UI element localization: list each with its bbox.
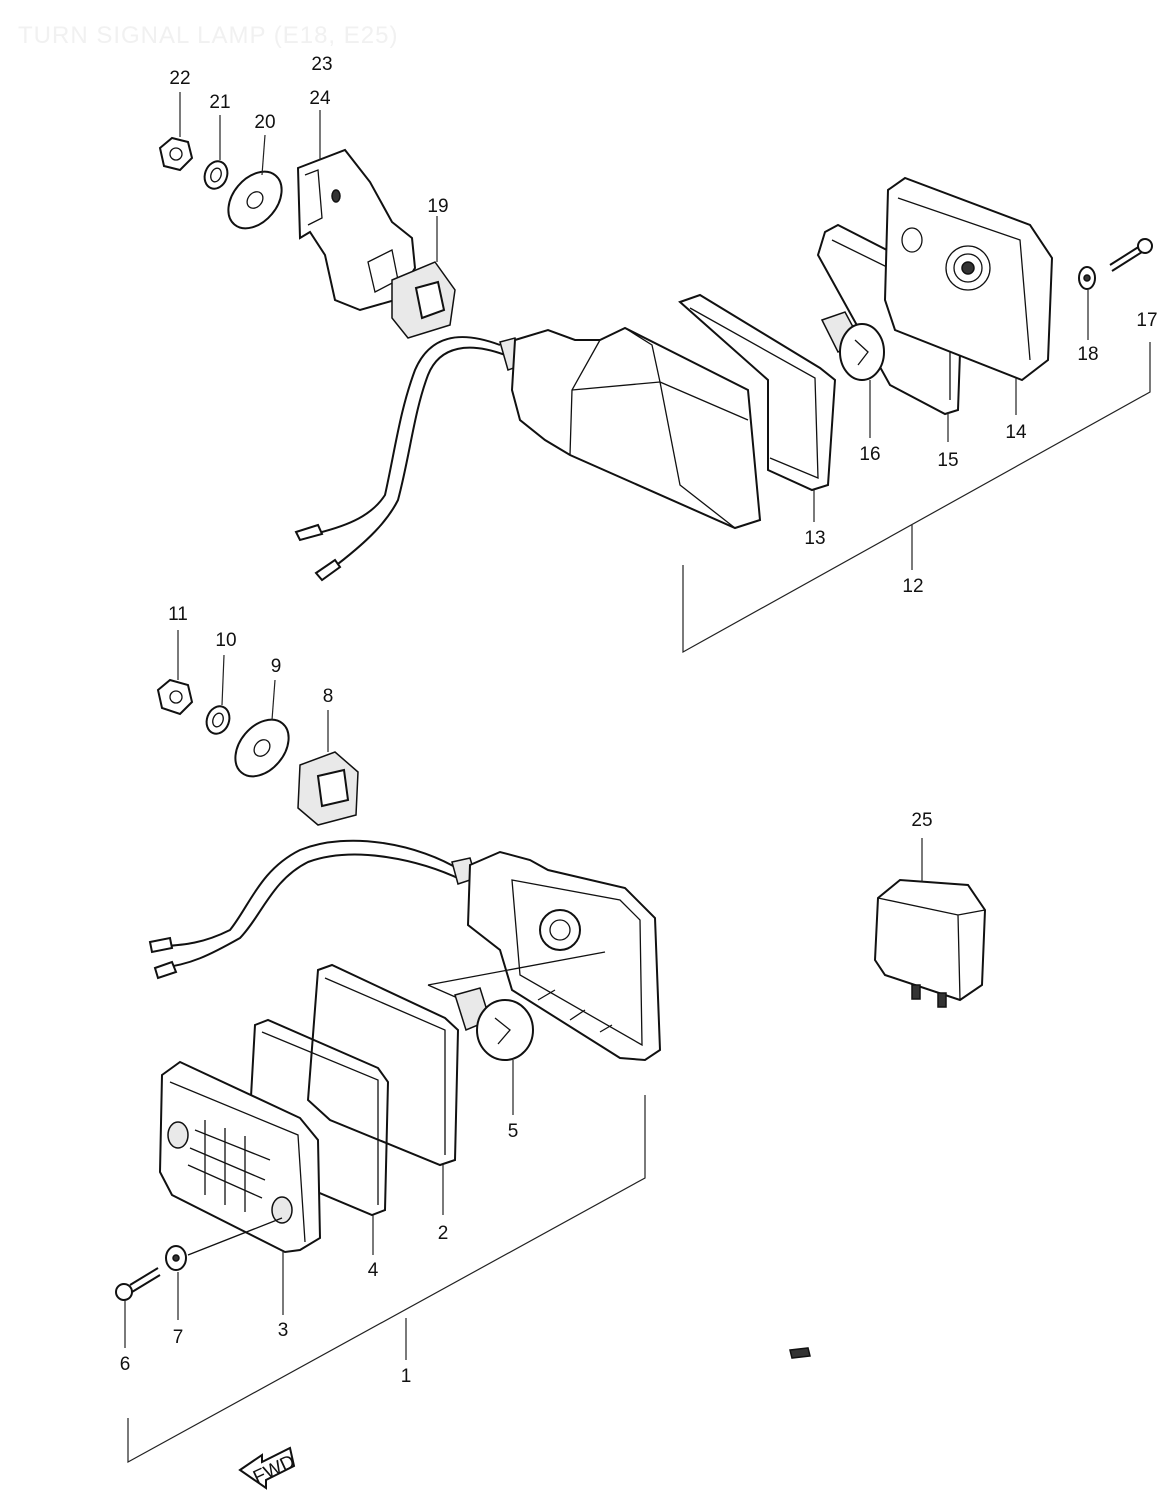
label-part-24: 24: [309, 88, 331, 109]
label-part-13: 13: [804, 528, 825, 549]
label-part-3: 3: [278, 1320, 289, 1341]
part-21-lock-washer: [203, 160, 229, 190]
front-direction-arrow: FWD: [238, 1446, 298, 1490]
part-18-washer: [1078, 266, 1096, 290]
part-13-gasket: [678, 293, 837, 492]
part-17-screw: [1109, 238, 1153, 272]
part-9-washer: [234, 718, 290, 778]
part-1-lamp-housing: [148, 839, 662, 1062]
part-6-screw: [115, 1267, 161, 1301]
label-part-8: 8: [323, 686, 334, 707]
part-14-lens: [883, 176, 1054, 382]
part-19-grommet: [391, 261, 456, 339]
label-part-9: 9: [271, 656, 282, 677]
label-part-21: 21: [209, 92, 230, 113]
label-part-17: 17: [1136, 310, 1157, 331]
part-12-lamp-housing: [294, 326, 762, 582]
part-11-nut: [156, 678, 194, 716]
label-part-23: 23: [311, 54, 332, 75]
part-5-bulb: [454, 987, 534, 1061]
part-3-lens: [158, 1060, 322, 1256]
label-part-22: 22: [169, 68, 190, 89]
label-part-12: 12: [902, 576, 923, 597]
label-part-11: 11: [168, 604, 188, 625]
label-part-7: 7: [173, 1327, 184, 1348]
label-part-4: 4: [368, 1260, 379, 1281]
label-part-25: 25: [911, 810, 932, 831]
label-part-20: 20: [254, 112, 275, 133]
label-part-15: 15: [937, 450, 958, 471]
part-16-bulb: [820, 311, 885, 381]
part-25-relay: [873, 878, 987, 1008]
part-7-washer: [165, 1245, 187, 1271]
label-part-16: 16: [859, 444, 880, 465]
label-part-18: 18: [1077, 344, 1098, 365]
part-8-grommet: [297, 751, 359, 826]
label-part-6: 6: [120, 1354, 131, 1375]
label-part-10: 10: [215, 630, 236, 651]
label-part-5: 5: [508, 1121, 519, 1142]
label-part-19: 19: [427, 196, 448, 217]
part-10-lock-washer: [205, 705, 231, 735]
part-22-nut: [158, 136, 194, 172]
label-part-14: 14: [1005, 422, 1027, 443]
label-part-1: 1: [401, 1366, 412, 1387]
label-part-2: 2: [438, 1223, 449, 1244]
diagram-title: TURN SIGNAL LAMP (E18, E25): [18, 22, 399, 49]
part-2-gasket: [306, 963, 460, 1167]
part-20-washer: [227, 170, 283, 230]
